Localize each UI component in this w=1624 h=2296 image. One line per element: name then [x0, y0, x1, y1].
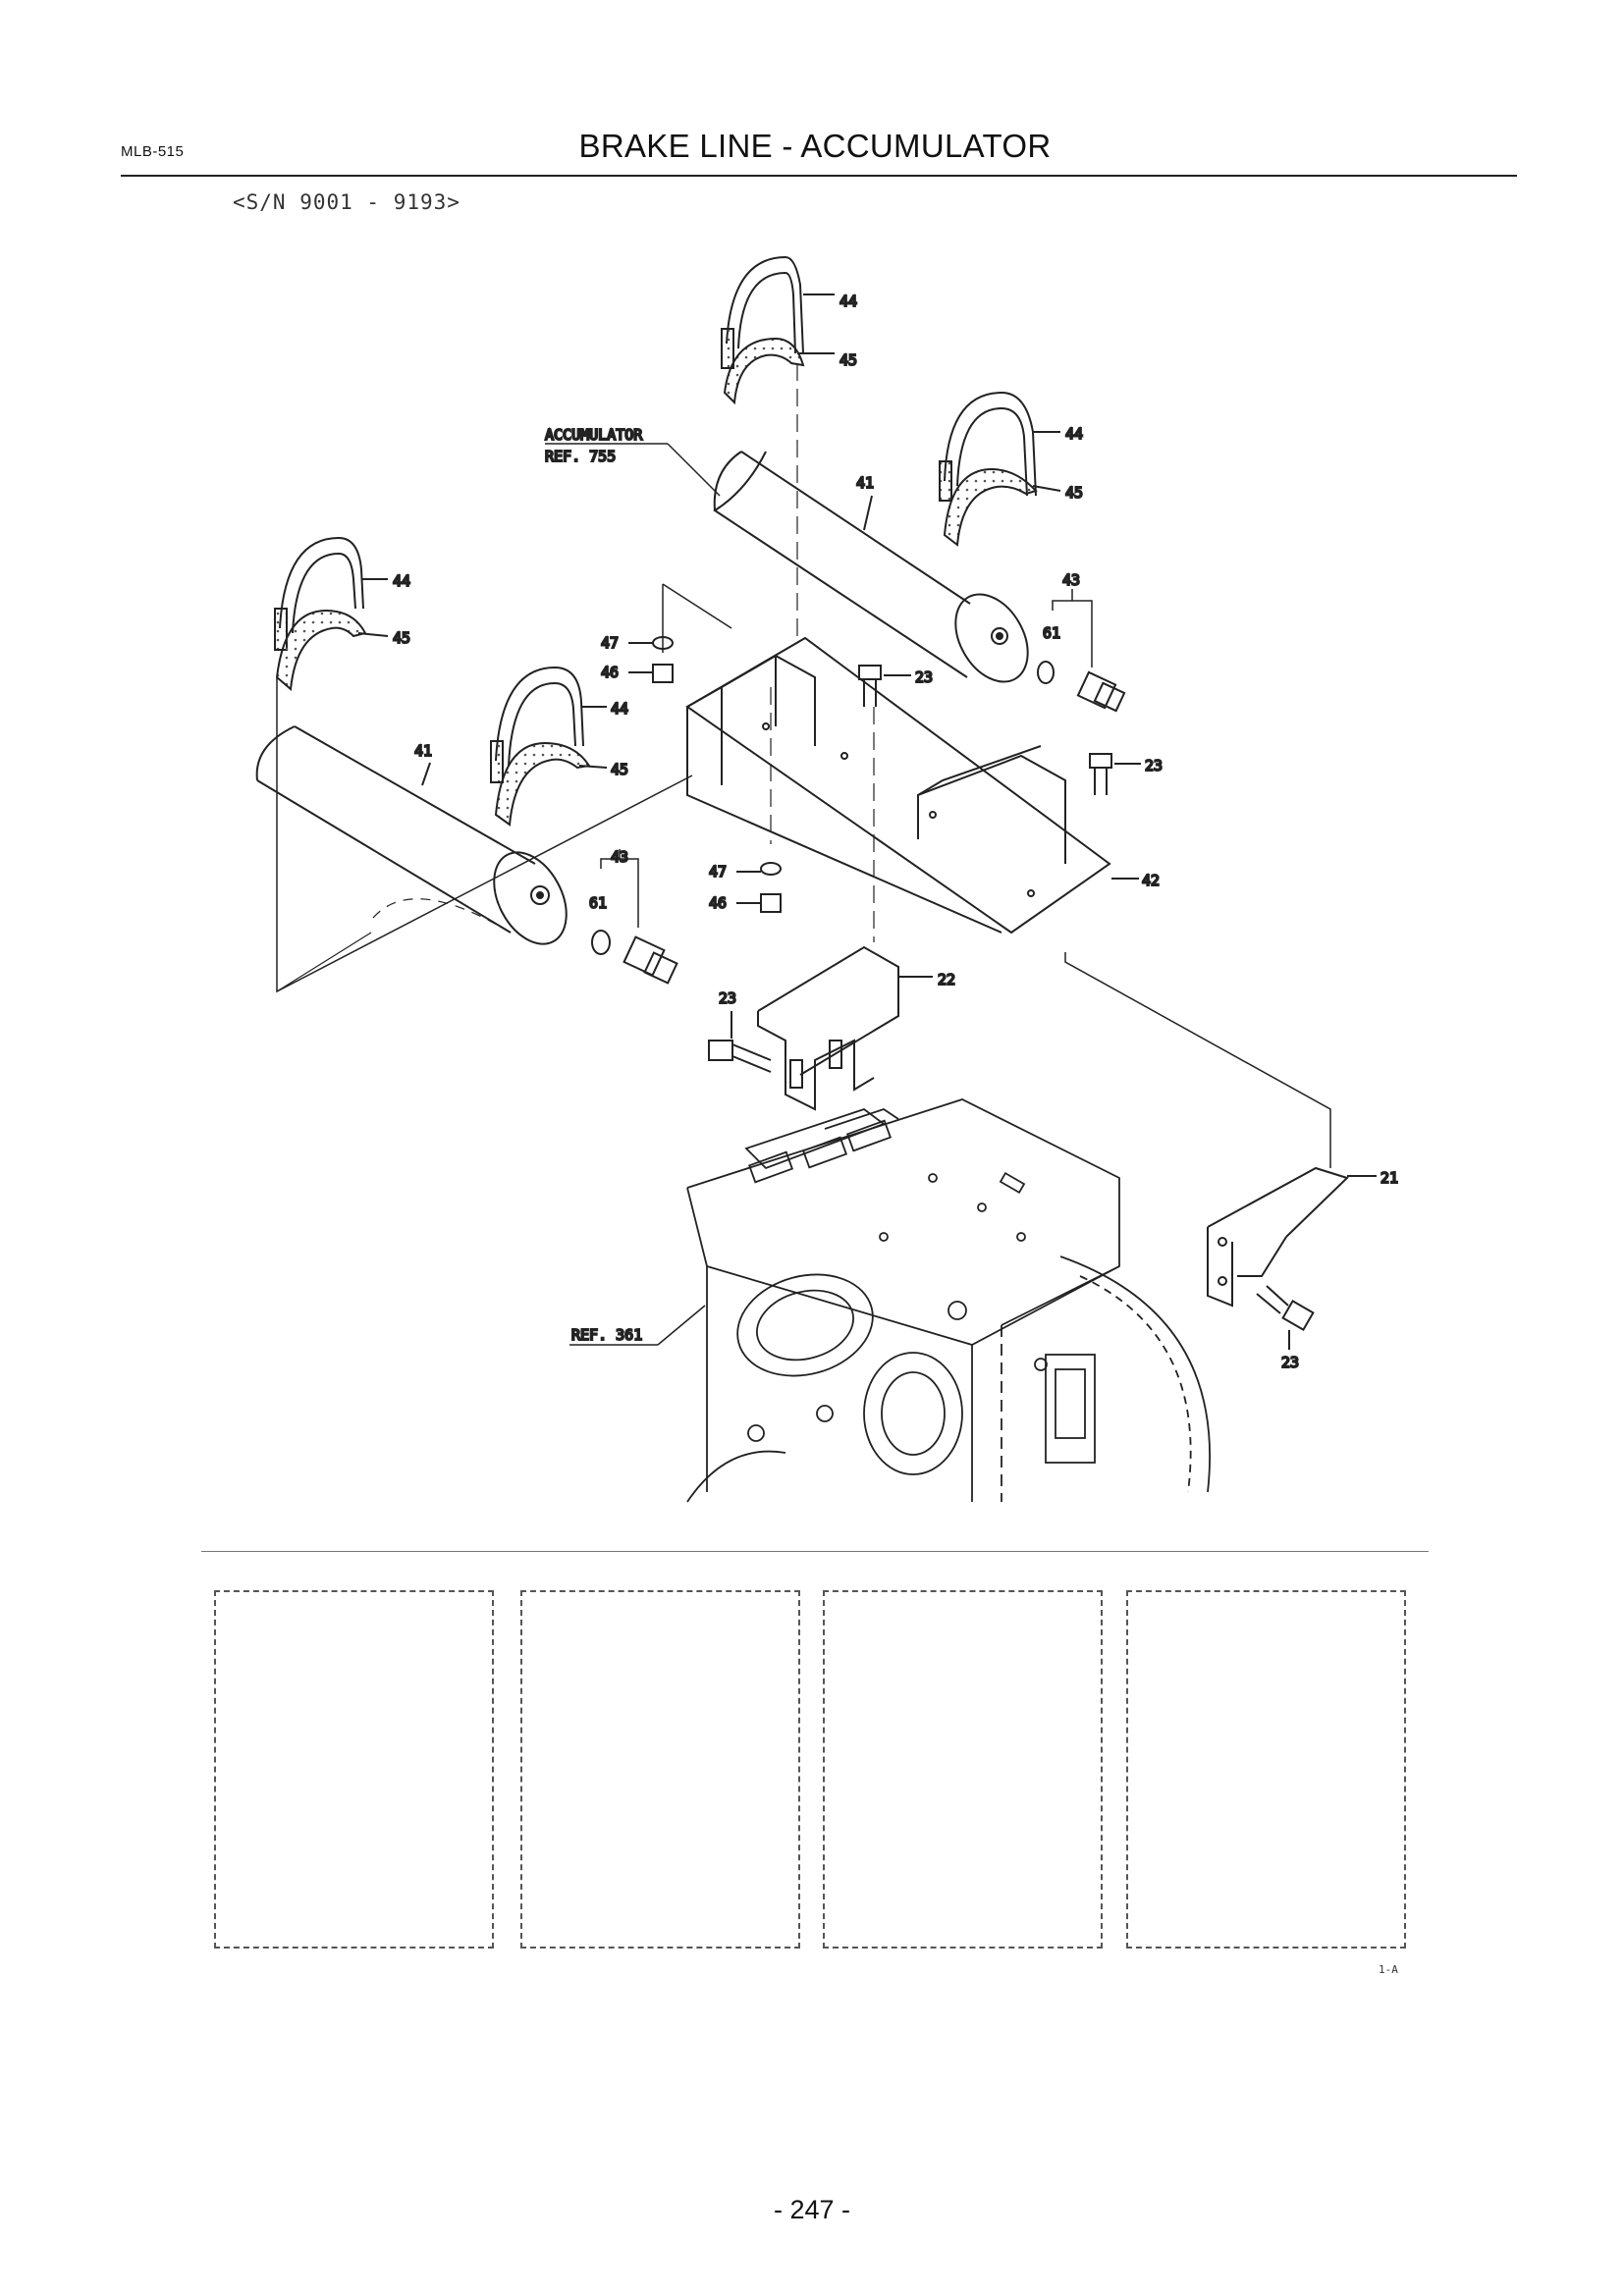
callout-47-lower: 47: [709, 863, 727, 881]
callout-47-upper: 47: [601, 634, 619, 652]
callout-45-c: 45: [393, 629, 410, 647]
callout-41-lower: 41: [414, 742, 432, 760]
callout-46-upper: 46: [601, 664, 619, 681]
nut-46-upper: [652, 664, 674, 683]
parts-table-cell: [823, 1590, 1103, 1949]
nut-46-lower: [760, 893, 782, 913]
callout-23-c: 23: [719, 989, 736, 1007]
bolt-23-center: [858, 665, 882, 707]
bracket-22: [757, 945, 899, 1111]
separator-rule: [201, 1551, 1429, 1552]
callout-45-d: 45: [611, 761, 628, 778]
parts-table-cell: [520, 1590, 800, 1949]
callout-23-d: 23: [1281, 1354, 1299, 1371]
washer-47-lower: [760, 862, 782, 876]
saddle-45-right: [943, 467, 1038, 547]
page-header: MLB-515 BRAKE LINE - ACCUMULATOR <S/N 90…: [0, 0, 1624, 214]
strap-clamp-44-right: [939, 391, 1037, 502]
fitting-right: [1076, 670, 1126, 713]
sheet-reference: 1-A: [1379, 1963, 1398, 1976]
o-ring-61-left: [591, 930, 611, 955]
callout-46-lower: 46: [709, 894, 727, 912]
callout-61-left: 61: [589, 894, 607, 912]
callout-44-c: 44: [393, 572, 410, 590]
accumulator-41-lower: [255, 725, 568, 945]
callout-41-upper: 41: [856, 474, 874, 492]
fitting-left: [623, 935, 678, 985]
strap-clamp-44-top: [721, 255, 804, 369]
transmission-housing: [686, 1098, 1212, 1503]
bolt-23-right: [1089, 753, 1112, 795]
exploded-parts-diagram: 44 45 44 45 44 45 44 45: [255, 255, 1399, 1503]
bolt-23-bracket: [708, 1040, 772, 1073]
page-title: BRAKE LINE - ACCUMULATOR: [578, 128, 1052, 164]
callout-44-b: 44: [1065, 425, 1083, 443]
callout-45-a: 45: [839, 351, 857, 369]
callout-23-a: 23: [915, 668, 933, 686]
header-rule: [121, 175, 1517, 177]
document-code: MLB-515: [121, 143, 185, 160]
callout-21: 21: [1380, 1169, 1398, 1187]
bolt-23-lower-right: [1256, 1285, 1315, 1332]
callout-22: 22: [938, 971, 955, 988]
ref-361-label: REF. 361: [571, 1326, 642, 1344]
bracket-21: [1207, 1166, 1349, 1308]
o-ring-61-right: [1037, 661, 1055, 684]
accumulator-41-upper: [713, 451, 1029, 683]
strap-clamp-44-left: [274, 536, 364, 651]
callout-44-d: 44: [611, 700, 628, 718]
accumulator-label: ACCUMULATOR: [545, 426, 643, 444]
callout-44-a: 44: [839, 293, 857, 310]
saddle-45-left: [275, 609, 367, 691]
page-number: - 247 -: [773, 2195, 851, 2224]
callout-45-b: 45: [1065, 484, 1083, 502]
washer-47-upper: [652, 636, 674, 650]
parts-table-cell: [1126, 1590, 1406, 1949]
strap-clamp-44-center: [490, 666, 584, 783]
ref-755-label: REF. 755: [545, 448, 616, 465]
callout-43-right: 43: [1062, 571, 1080, 589]
parts-table-cell: [214, 1590, 494, 1949]
callout-42: 42: [1142, 872, 1160, 889]
serial-range: <S/N 9001 - 9193>: [233, 190, 460, 214]
callout-61-right: 61: [1043, 624, 1060, 642]
callout-43-left: 43: [611, 848, 628, 866]
mounting-bracket-42: [685, 636, 1111, 934]
callout-23-b: 23: [1145, 757, 1163, 774]
saddle-45-top: [723, 337, 805, 405]
